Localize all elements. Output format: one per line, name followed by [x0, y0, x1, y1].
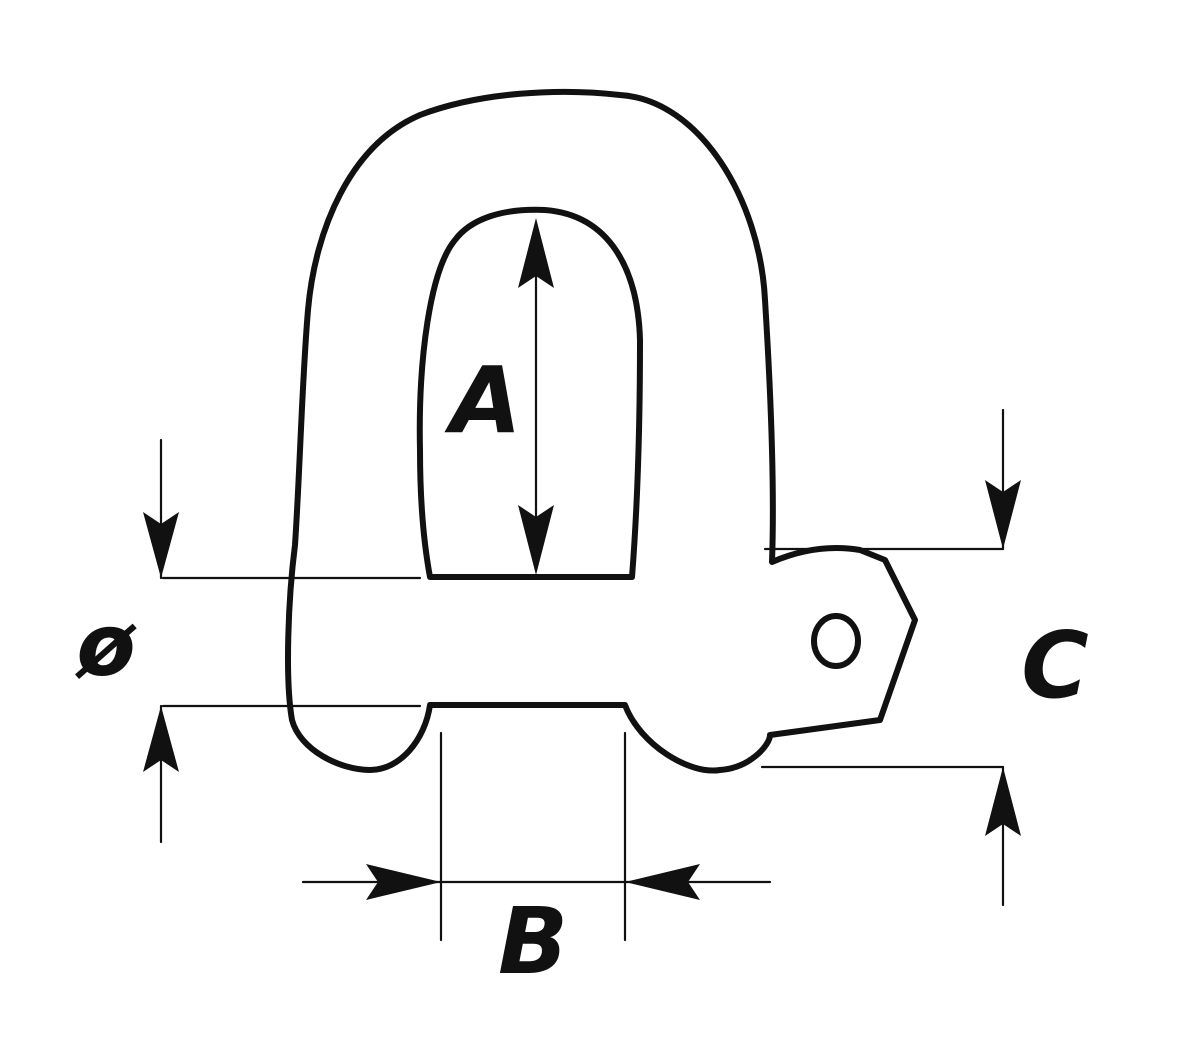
dimension-a-label: A	[444, 347, 521, 454]
dimension-a-bottom-arrowhead	[518, 505, 554, 575]
dimension-a-top-arrowhead	[518, 218, 554, 288]
dimension-b-label: B	[498, 888, 568, 995]
shackle-inner-opening	[416, 206, 643, 580]
shackle-body-outline	[285, 88, 918, 774]
dimension-pin-label: ø	[74, 596, 137, 696]
dimension-b-left-arrowhead	[366, 864, 441, 900]
dimension-b-right-arrowhead	[625, 864, 700, 900]
dimension-c-top-arrowhead	[985, 480, 1021, 549]
dimension-pin-bottom-arrowhead	[143, 706, 179, 772]
pin-eye-hole	[811, 613, 861, 669]
dimension-c-label: C	[1021, 612, 1089, 719]
dimension-pin-top-arrowhead	[143, 512, 179, 578]
dimension-c-bottom-arrowhead	[985, 767, 1021, 836]
